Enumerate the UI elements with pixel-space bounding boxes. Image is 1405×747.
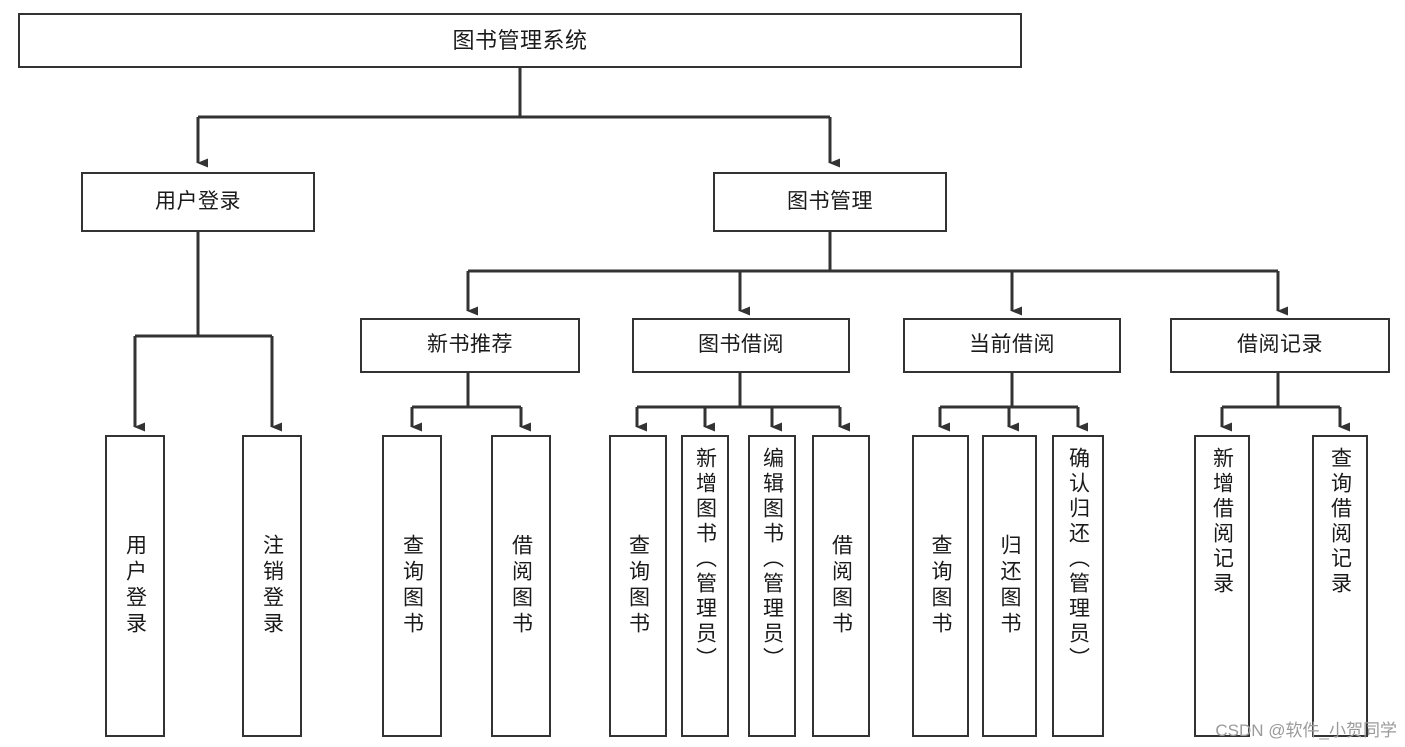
- node-leaf-current-return[interactable]: 归还图书: [982, 435, 1037, 737]
- node-leaf-current-confirm[interactable]: 确认归还（管理员）: [1052, 435, 1104, 737]
- node-label: 归还图书: [998, 534, 1021, 638]
- node-user-login[interactable]: 用户登录: [81, 172, 315, 232]
- node-label: 借阅图书: [509, 534, 533, 638]
- node-leaf-borrow-add[interactable]: 新增图书（管理员）: [681, 435, 729, 737]
- node-leaf-borrow-query[interactable]: 查询图书: [609, 435, 667, 737]
- node-leaf-current-query[interactable]: 查询图书: [912, 435, 969, 737]
- node-leaf-newbook-query[interactable]: 查询图书: [382, 435, 442, 737]
- node-label: 确认归还（管理员）: [1066, 447, 1090, 672]
- node-borrow-record[interactable]: 借阅记录: [1170, 318, 1390, 373]
- node-leaf-record-add[interactable]: 新增借阅记录: [1194, 435, 1250, 737]
- node-label: 图书管理系统: [452, 27, 588, 53]
- node-label: 图书借阅: [698, 333, 784, 357]
- node-leaf-newbook-borrow[interactable]: 借阅图书: [491, 435, 551, 737]
- node-label: 用户登录: [123, 534, 147, 638]
- watermark-text: CSDN @软件_小贺同学: [1215, 721, 1397, 740]
- node-root-system[interactable]: 图书管理系统: [18, 13, 1022, 68]
- node-book-management[interactable]: 图书管理: [713, 172, 947, 232]
- node-label: 借阅记录: [1237, 333, 1323, 357]
- node-leaf-record-query[interactable]: 查询借阅记录: [1312, 435, 1368, 737]
- node-label: 借阅图书: [829, 534, 853, 638]
- node-label: 用户登录: [155, 189, 241, 213]
- node-leaf-borrow-edit[interactable]: 编辑图书（管理员）: [748, 435, 796, 737]
- node-label: 编辑图书（管理员）: [760, 447, 784, 672]
- node-label: 当前借阅: [969, 333, 1055, 357]
- node-label: 注销登录: [260, 534, 284, 638]
- node-label: 新书推荐: [427, 333, 513, 357]
- node-label: 查询借阅记录: [1328, 447, 1352, 597]
- node-label: 查询图书: [400, 534, 424, 638]
- node-current-borrow[interactable]: 当前借阅: [903, 318, 1121, 373]
- node-label: 图书管理: [787, 189, 873, 213]
- node-label: 新增借阅记录: [1210, 447, 1234, 597]
- node-label: 新增图书（管理员）: [693, 447, 717, 672]
- node-new-book-recommend[interactable]: 新书推荐: [360, 318, 580, 373]
- node-label: 查询图书: [626, 534, 650, 638]
- node-leaf-borrow-lend[interactable]: 借阅图书: [812, 435, 870, 737]
- node-leaf-user-login[interactable]: 用户登录: [105, 435, 165, 737]
- node-leaf-user-logout[interactable]: 注销登录: [242, 435, 302, 737]
- node-book-borrow[interactable]: 图书借阅: [632, 318, 850, 373]
- node-label: 查询图书: [929, 534, 952, 638]
